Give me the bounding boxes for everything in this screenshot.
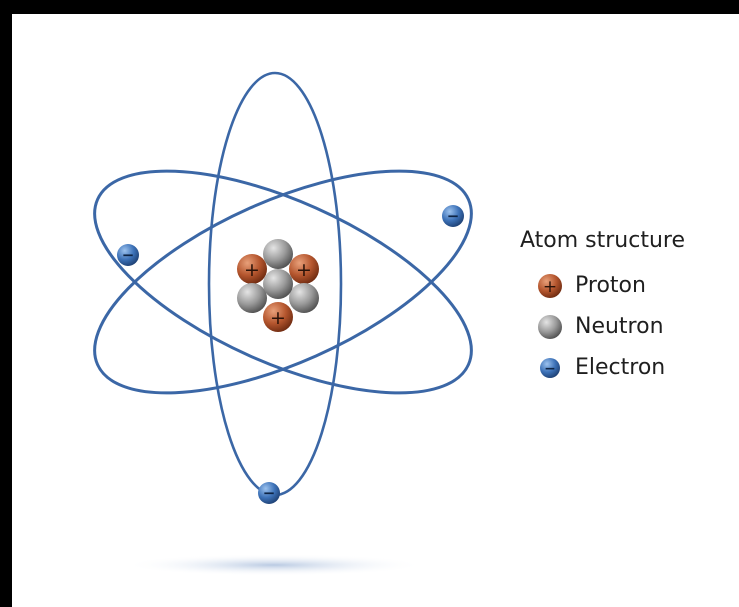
svg-text:−: − <box>544 361 556 377</box>
neutron-icon <box>538 314 562 339</box>
electron-sign: − <box>122 246 135 264</box>
floor-shadow <box>124 554 424 576</box>
atom-diagram: + + + − − − <box>93 71 473 576</box>
proton-sign: + <box>244 259 260 281</box>
legend-label-neutron: Neutron <box>575 314 664 339</box>
electron-particle <box>442 205 464 227</box>
legend-label-electron: Electron <box>575 355 666 380</box>
electron-icon: − <box>540 357 560 378</box>
proton-particle <box>237 254 267 284</box>
proton-particle <box>263 302 293 332</box>
proton-sign: + <box>296 259 312 281</box>
proton-icon: + <box>538 273 562 298</box>
electron-sign: − <box>263 484 276 502</box>
neutron-particle <box>263 269 293 299</box>
orbit-tilted-right <box>93 169 473 395</box>
neutron-particle <box>289 283 319 313</box>
nucleus: + + + <box>237 239 319 332</box>
neutron-particle <box>263 239 293 269</box>
legend-title: Atom structure <box>520 228 686 253</box>
legend-label-proton: Proton <box>575 273 646 298</box>
legend-item-proton: + Proton <box>537 265 730 306</box>
orbits <box>93 71 473 497</box>
electron-particle <box>117 244 139 266</box>
neutron-particle <box>237 283 267 313</box>
proton-particle <box>289 254 319 284</box>
legend-item-neutron: Neutron <box>537 306 730 347</box>
electrons: − − − <box>117 205 464 504</box>
legend-item-electron: − Electron <box>537 347 730 388</box>
svg-text:+: + <box>543 277 557 297</box>
diagram-frame: + + + − − − Atom structure + Proton <box>12 14 739 607</box>
orbit-tilted-left <box>93 169 473 395</box>
proton-sign: + <box>270 307 286 329</box>
electron-particle <box>258 482 280 504</box>
electron-sign: − <box>447 207 460 225</box>
legend: Atom structure + Proton Neutron − Electr… <box>520 228 730 388</box>
